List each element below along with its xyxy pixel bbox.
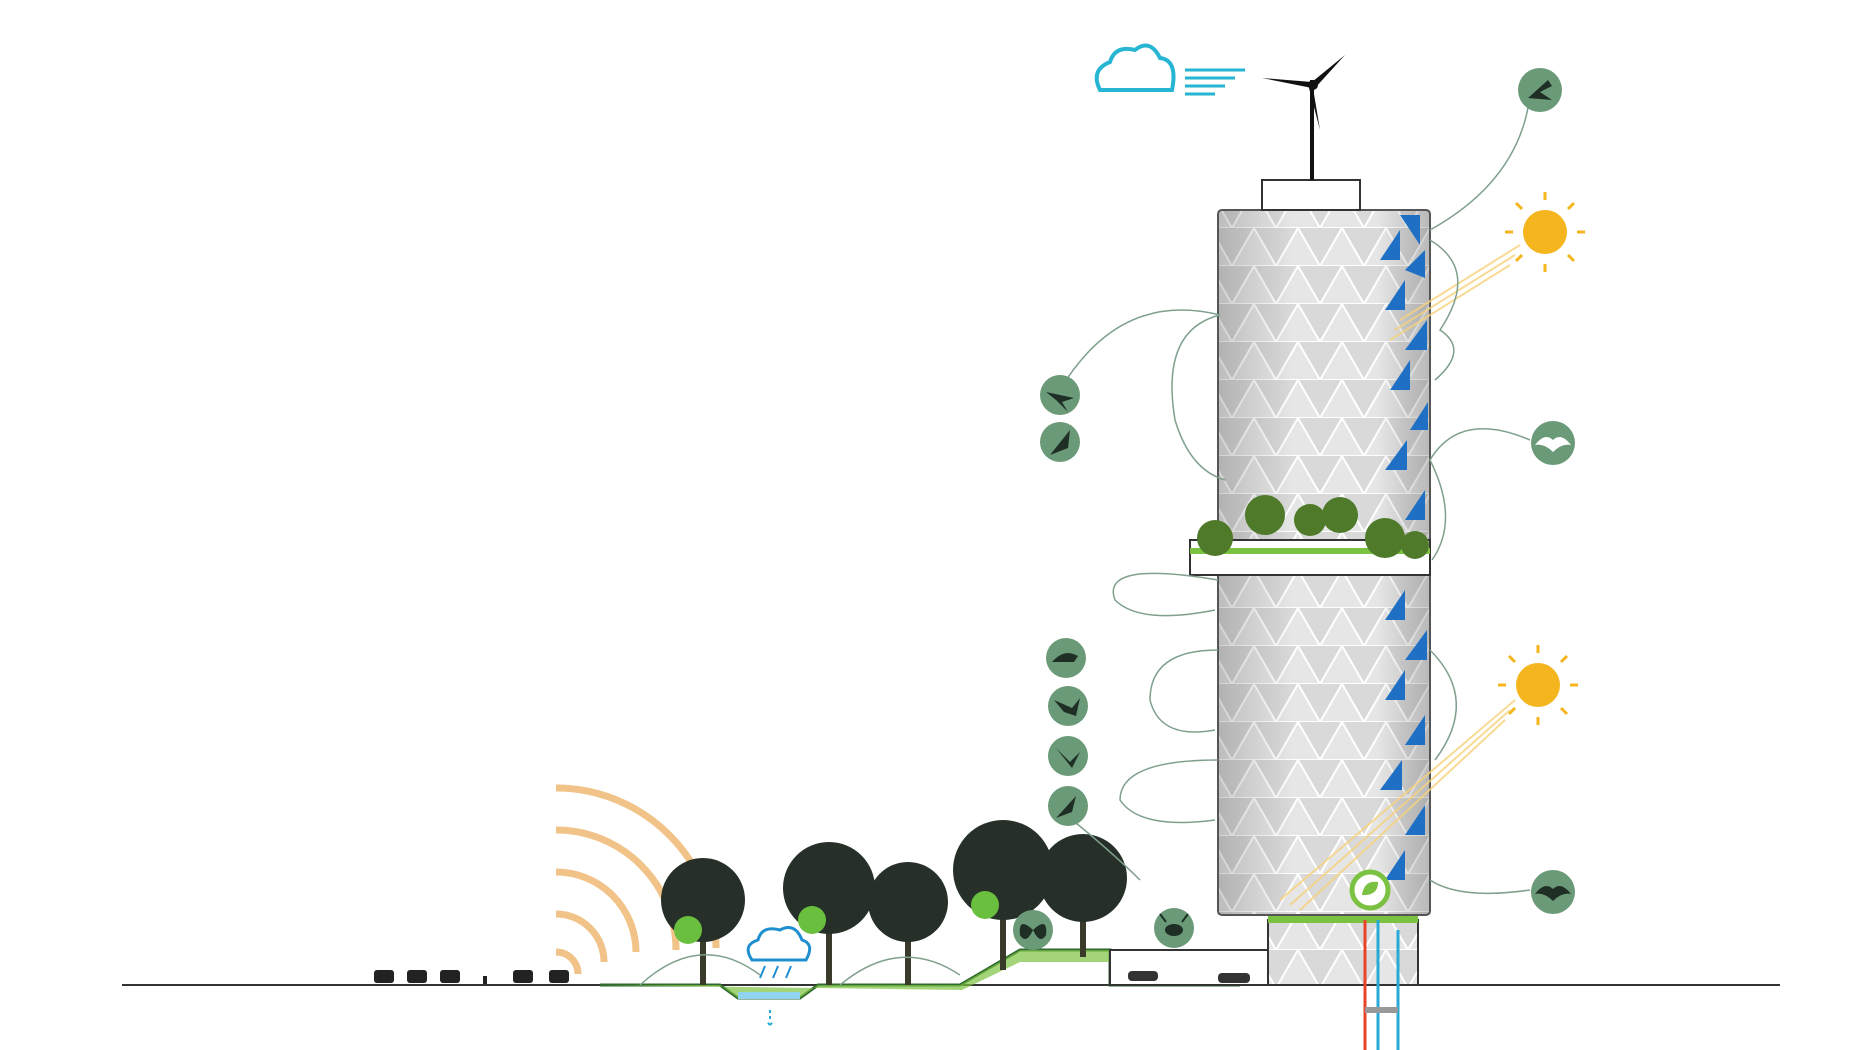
bat-icon-lower — [1531, 870, 1575, 914]
tree — [953, 820, 1053, 970]
tree — [1039, 834, 1127, 957]
hummingbird-icon — [1048, 736, 1088, 776]
hawk-icon — [1048, 686, 1088, 726]
swallow-icon — [1040, 375, 1080, 415]
parked-car — [1128, 971, 1158, 981]
roof-cap — [1261, 179, 1361, 211]
cloud-icon — [1094, 43, 1176, 92]
cars — [374, 970, 569, 984]
leaf-badge-icon — [1349, 869, 1391, 911]
sun-rays — [1279, 244, 1521, 911]
rain-garden-water — [738, 992, 800, 999]
sun-icon-lower — [1498, 645, 1578, 725]
connector-lines — [639, 94, 1531, 986]
wildlife-icons — [1013, 68, 1575, 950]
crow-icon — [1040, 422, 1080, 462]
eagle-icon — [1518, 68, 1562, 112]
rain-cloud-icon — [746, 926, 812, 1026]
perched-bird-icon — [1048, 786, 1088, 826]
bat-icon — [1531, 421, 1575, 465]
tree — [868, 862, 948, 985]
geothermal-pipes — [1363, 920, 1400, 1050]
sun-icon-upper — [1505, 192, 1585, 272]
parking-garage — [1109, 949, 1271, 986]
solar-panels — [1380, 215, 1428, 880]
grass — [600, 950, 1110, 998]
butterfly-icon — [1013, 910, 1053, 950]
trees — [661, 820, 1127, 985]
tower-podium-roof — [1268, 915, 1418, 923]
tower-podium — [1267, 919, 1419, 986]
wind-turbine — [1262, 55, 1345, 180]
tree — [661, 858, 745, 985]
sky-garden — [1189, 495, 1431, 576]
bee-icon — [1154, 908, 1194, 948]
wind-lines-icon — [1185, 68, 1245, 96]
small-bird-icon — [1046, 638, 1086, 678]
parked-car — [1218, 973, 1250, 983]
tree — [783, 842, 875, 985]
